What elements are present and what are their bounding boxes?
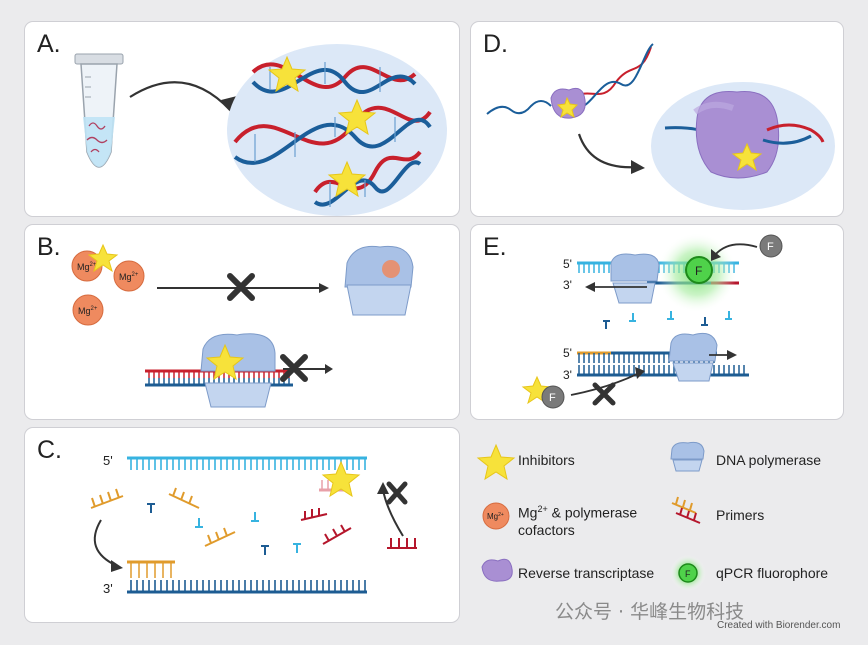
legend-primers: Primers	[716, 507, 765, 523]
svg-text:Mg2+: Mg2+	[487, 512, 504, 521]
legend-polymerase: DNA polymerase	[716, 452, 822, 468]
svg-text:F: F	[767, 241, 774, 253]
svg-text:F: F	[685, 569, 691, 579]
qpcr-fluorophore-icon	[678, 563, 698, 583]
mg-cofactor-icon	[71, 250, 145, 326]
three-prime-label: 3'	[103, 581, 113, 596]
panel-a-letter: A.	[37, 30, 61, 58]
svg-text:3': 3'	[563, 368, 572, 382]
panel-e-illustration: 5' 3' F F 5' 3'	[521, 233, 783, 409]
svg-text:5': 5'	[563, 257, 572, 271]
primers-icon	[671, 496, 701, 524]
svg-text:3': 3'	[563, 278, 572, 292]
inhibitor-star-icon	[476, 443, 516, 481]
panel-d-letter: D.	[483, 30, 508, 58]
biorender-credit: Created with Biorender.com	[717, 620, 841, 631]
panel-c-letter: C.	[37, 436, 62, 464]
dna-polymerase-icon	[668, 332, 718, 382]
panel-d: D.	[470, 21, 844, 217]
svg-text:Mg2+: Mg2+	[78, 306, 98, 316]
panel-c: C. 5' 3'	[24, 427, 460, 623]
panel-d-illustration	[486, 43, 835, 210]
legend-panel: Mg2+ F Inhibitors DNA polymerase Mg2+ & …	[470, 427, 844, 623]
legend-qpcr: qPCR fluorophore	[716, 565, 829, 581]
blocked-x-icon	[592, 382, 616, 406]
inhibitor-star-icon	[321, 460, 361, 498]
inhibitor-star-icon	[205, 343, 245, 381]
panel-e-letter: E.	[483, 233, 507, 261]
panel-b-letter: B.	[37, 233, 61, 261]
blocked-x-icon	[386, 481, 408, 505]
panel-e: E. 5' 3' F F	[470, 224, 844, 420]
legend-inhibitors: Inhibitors	[518, 452, 575, 468]
inhibitor-star-icon	[267, 55, 377, 198]
svg-text:5': 5'	[563, 346, 572, 360]
inhibitor-star-icon	[556, 96, 579, 119]
panel-c-illustration: 5' 3'	[90, 453, 417, 596]
panel-a-illustration	[74, 44, 447, 216]
inhibitor-star-icon	[87, 243, 119, 273]
dna-polymerase-icon	[610, 253, 660, 304]
blocked-x-icon	[227, 273, 255, 301]
panel-b: B. Mg2+ Mg2+ Mg2+	[24, 224, 460, 420]
svg-text:Mg2+: Mg2+	[119, 272, 139, 282]
free-primers	[90, 487, 417, 549]
free-fluorophore-icon	[541, 385, 565, 409]
svg-text:F: F	[695, 264, 702, 278]
inhibitor-star-icon	[731, 142, 763, 172]
legend-icons: Mg2+ F	[476, 441, 706, 591]
panel-a: A.	[24, 21, 460, 217]
five-prime-label: 5'	[103, 453, 113, 468]
reverse-transcriptase-icon	[481, 558, 513, 582]
panel-b-illustration: Mg2+ Mg2+ Mg2+	[71, 243, 414, 408]
dna-polymerase-icon	[344, 245, 414, 316]
free-fluorophore-icon	[759, 234, 783, 258]
watermark: 公众号 · 华峰生物科技	[555, 601, 745, 623]
legend-rt: Reverse transcriptase	[518, 565, 655, 581]
svg-text:Mg2+: Mg2+	[77, 262, 97, 272]
sample-tube-icon	[74, 53, 124, 168]
qpcr-fluorophore-icon	[685, 256, 713, 284]
blocked-x-icon	[280, 354, 308, 382]
dna-polymerase-icon	[670, 441, 705, 472]
reverse-transcriptase-icon	[693, 91, 780, 179]
svg-text:F: F	[549, 392, 556, 404]
dna-polymerase-icon	[200, 333, 276, 408]
mg-cofactor-icon	[482, 502, 510, 530]
